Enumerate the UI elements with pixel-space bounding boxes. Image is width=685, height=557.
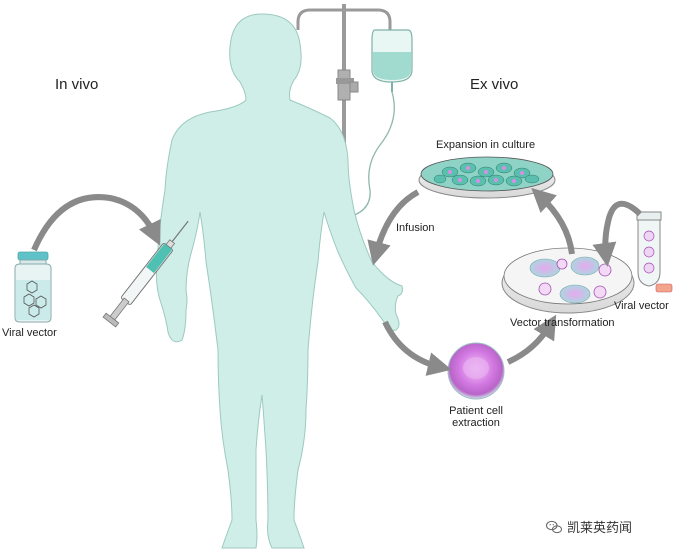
wechat-icon <box>545 520 563 533</box>
viral-vector-vial-left <box>14 251 52 323</box>
arrow-body-to-cell <box>382 320 452 376</box>
label-patient-cell-line1: Patient cell <box>449 405 503 417</box>
arrow-infusion <box>367 189 420 266</box>
label-in-vivo: In vivo <box>55 76 99 93</box>
label-vector-transformation: Vector transformation <box>510 317 615 329</box>
label-infusion: Infusion <box>396 222 435 234</box>
label-patient-cell-line2: extraction <box>452 417 500 429</box>
culture-dish-expansion <box>418 156 556 199</box>
label-viral-vector-left: Viral vector <box>2 327 57 339</box>
label-expansion: Expansion in culture <box>436 139 536 151</box>
human-body <box>155 13 403 549</box>
label-ex-vivo: Ex vivo <box>470 76 519 93</box>
arrow-transformation-to-expansion <box>531 187 575 255</box>
watermark-text: 凯莱英药闻 <box>567 521 633 536</box>
arrow-vial-to-syringe <box>31 194 161 252</box>
label-viral-vector-right: Viral vector <box>614 300 669 312</box>
arrow-tube-to-dish <box>592 200 643 267</box>
watermark: 凯莱英药闻 <box>545 517 632 536</box>
patient-cell <box>447 342 505 400</box>
viral-vector-tube-right <box>636 211 673 293</box>
syringe <box>102 220 189 328</box>
iv-stand <box>296 4 413 219</box>
label-patient-cell: Patient cell extraction <box>440 405 512 429</box>
arrow-cell-to-transformation <box>506 314 557 365</box>
